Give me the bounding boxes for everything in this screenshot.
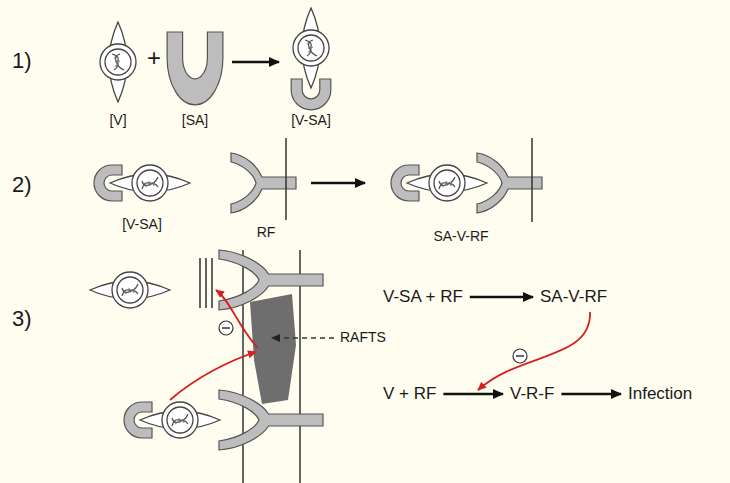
sa-figure [124, 402, 152, 438]
inhibit-symbol [516, 355, 524, 357]
inhibit-symbol [513, 349, 527, 363]
receptor-figure [219, 390, 323, 450]
figure-label-node: RF [228, 140, 304, 240]
node-label: SA-V-RF [433, 228, 488, 244]
block-line [205, 258, 206, 308]
figure-label-node: [SA] [165, 18, 225, 128]
inhibition-arrow [216, 290, 258, 348]
step-number: 3) [12, 306, 32, 332]
node-label: V-R-F [510, 384, 554, 404]
label-row: [V-SA] [92, 216, 192, 232]
membrane-line [285, 138, 287, 220]
node-label: Infection [628, 384, 692, 404]
receptor-figure [219, 250, 323, 310]
step-number: 1) [12, 48, 32, 74]
inhibition-arrow [170, 352, 256, 400]
reaction-term: SA-V-RF [540, 287, 607, 307]
label-row: V-R-F [510, 384, 554, 404]
node-label: [V-SA] [122, 216, 162, 232]
reaction-term: Infection [628, 384, 692, 404]
sa-figure [291, 79, 331, 110]
membrane-line [242, 250, 244, 483]
node-label: [V-SA] [291, 112, 331, 128]
figure-label-node: [V] [90, 18, 146, 128]
label-row: [V-SA] [286, 112, 336, 128]
membrane-line [531, 138, 533, 222]
raft-region [250, 294, 296, 404]
figure-label-node: [V-SA] [92, 150, 192, 232]
node-label: RF [257, 224, 276, 240]
label-row: [SA] [165, 112, 225, 128]
block-line [199, 258, 200, 308]
leader-line [272, 337, 334, 338]
node-label: V + RF [383, 384, 436, 404]
node-label: V-SA + RF [383, 287, 463, 307]
figure-label-node: [V-SA] [286, 4, 336, 128]
label-row: Infection [628, 384, 692, 404]
reaction-arrow [311, 182, 365, 184]
virus-figure [293, 8, 329, 88]
reaction-term: V-R-F [510, 384, 554, 404]
block-line [211, 258, 212, 308]
reaction-arrow [443, 393, 503, 395]
label-row: RF [228, 224, 304, 240]
reaction-arrow [561, 393, 621, 395]
virus-figure [407, 165, 487, 201]
label-row: SA-V-RF [372, 228, 550, 244]
reaction-term: V + RF [383, 384, 436, 404]
inhibit-symbol [222, 327, 230, 329]
inhibit-symbol [219, 321, 233, 335]
reaction-arrow [470, 296, 533, 298]
label-row: [V] [90, 112, 146, 128]
node-label: SA-V-RF [540, 287, 607, 307]
label-row: V + RF [383, 384, 436, 404]
reaction-arrow [232, 61, 279, 63]
sa-figure [94, 165, 122, 201]
inhibition-arrow [478, 312, 590, 390]
step-number: 2) [12, 172, 32, 198]
reaction-term: V-SA + RF [383, 287, 463, 307]
node-label: [SA] [182, 112, 208, 128]
label-row: SA-V-RF [540, 287, 607, 307]
plus-sign: + [147, 44, 161, 72]
virus-figure [100, 22, 136, 102]
node-label: [V] [109, 112, 126, 128]
sa-figure [167, 32, 223, 105]
label-row: V-SA + RF [383, 287, 463, 307]
part-label: RAFTS [340, 329, 386, 345]
virus-figure [90, 272, 170, 308]
figure-label-node: SA-V-RF [372, 140, 550, 244]
